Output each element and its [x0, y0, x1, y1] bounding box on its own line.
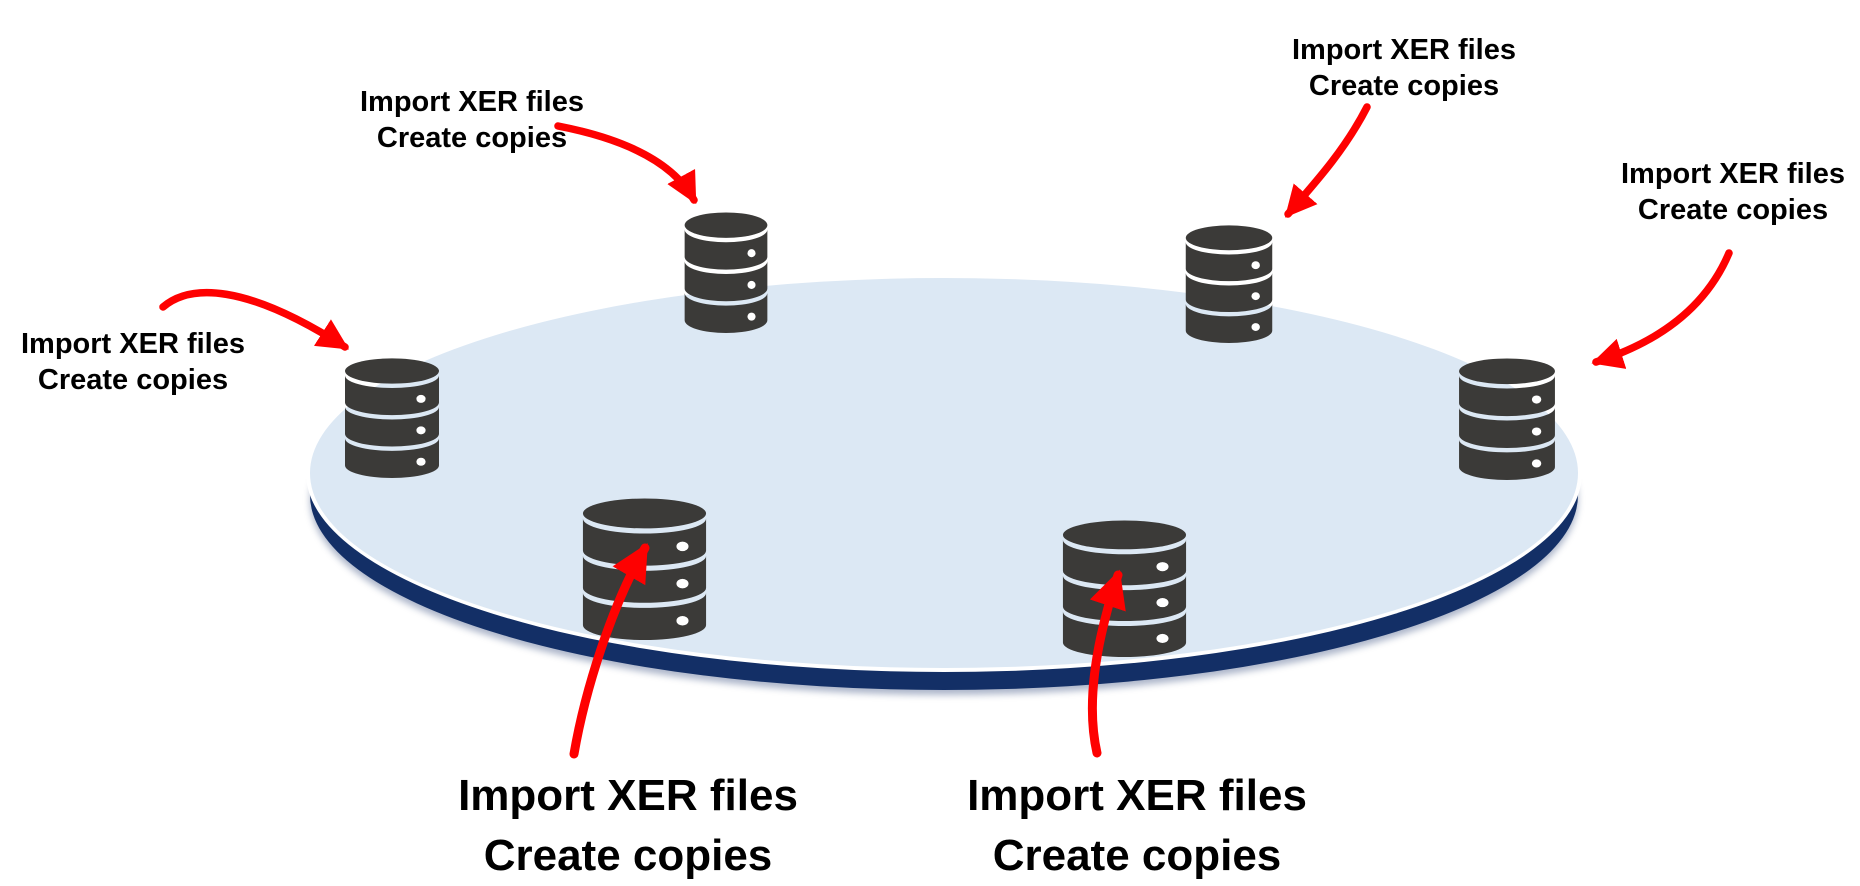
label-import-xer-bottom-right: Import XER files Create copies	[937, 766, 1337, 886]
label-line: Import XER files	[458, 771, 798, 820]
database-icon	[1459, 358, 1555, 480]
database-icon	[684, 212, 768, 333]
label-line: Import XER files	[1292, 34, 1516, 66]
label-line: Import XER files	[967, 771, 1307, 820]
label-import-xer-top-right: Import XER files Create copies	[1204, 32, 1604, 104]
label-line: Create copies	[376, 122, 568, 154]
label-line: Create copies	[1308, 70, 1500, 102]
platform-disc	[310, 278, 1578, 668]
label-import-xer-bottom-left: Import XER files Create copies	[428, 766, 828, 886]
label-import-xer-far-right: Import XER files Create copies	[1553, 156, 1860, 228]
label-line: Create copies	[37, 364, 229, 396]
label-line: Create copies	[1637, 194, 1829, 226]
red-curved-arrow-icon	[1591, 249, 1733, 369]
database-icon	[582, 498, 707, 640]
label-line: Import XER files	[360, 86, 584, 118]
label-import-xer-left: Import XER files Create copies	[0, 326, 266, 398]
database-icon	[1062, 520, 1187, 657]
label-line: Import XER files	[21, 328, 245, 360]
database-icon	[345, 358, 439, 478]
label-line: Import XER files	[1621, 158, 1845, 190]
red-curved-arrow-icon	[1284, 103, 1371, 218]
label-line: Create copies	[483, 831, 773, 880]
database-icon	[1185, 225, 1273, 343]
label-import-xer-top-left: Import XER files Create copies	[272, 84, 672, 156]
label-line: Create copies	[992, 831, 1282, 880]
